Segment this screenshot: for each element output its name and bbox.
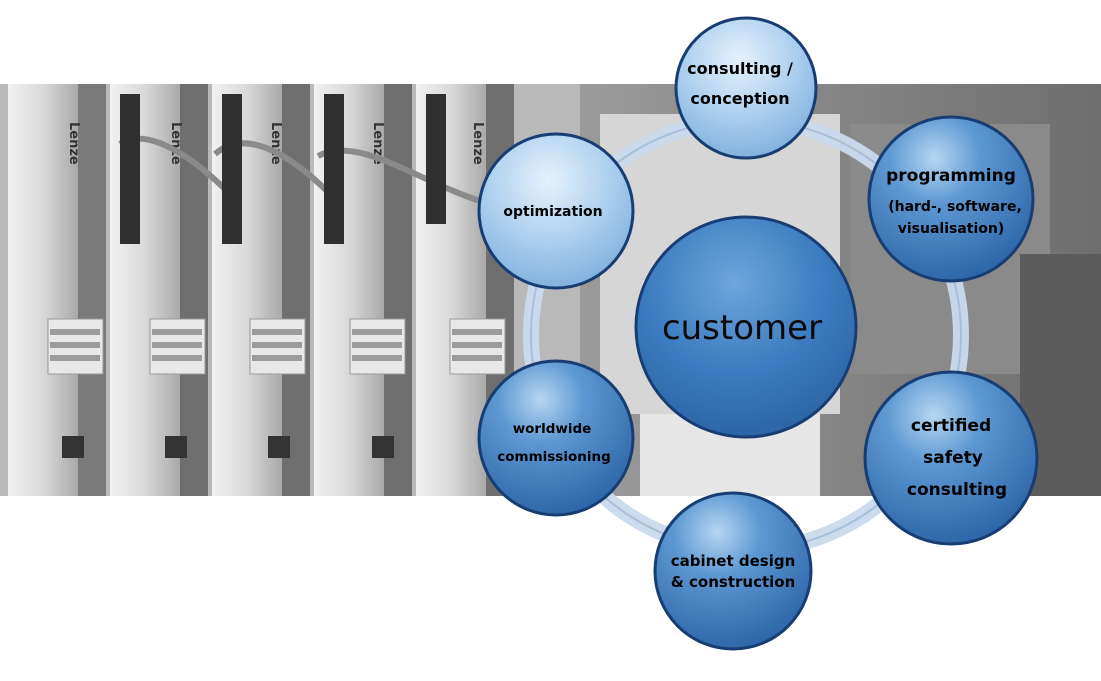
node-label-line: conception: [690, 89, 789, 108]
node-label-line: cabinet design: [671, 552, 796, 570]
node-certified-safety-consulting: certified safety consulting: [863, 370, 1039, 546]
node-label-line: visualisation): [898, 221, 1005, 237]
node-cabinet-design: cabinet design & construction: [653, 491, 813, 651]
node-programming: programming (hard-, software, visualisat…: [867, 115, 1035, 283]
node-label-line: (hard-, software,: [888, 199, 1022, 215]
node-consulting-conception: consulting / conception: [674, 16, 818, 160]
module-brand-label: Lenze: [470, 122, 485, 165]
center-node-customer: customer: [634, 215, 858, 439]
connectors: [120, 94, 446, 244]
node-label-line: consulting /: [687, 59, 793, 78]
center-label: customer: [662, 308, 822, 348]
node-label-line: commissioning: [497, 449, 611, 465]
node-worldwide-commissioning: worldwide commissioning: [477, 359, 635, 517]
node-label-line: optimization: [503, 204, 602, 220]
node-label-line: certified: [911, 416, 991, 436]
node-optimization: optimization: [477, 132, 635, 290]
node-label-line: consulting: [907, 480, 1007, 500]
module-brand-label: Lenze: [66, 122, 81, 165]
node-label-line: & construction: [671, 573, 796, 591]
node-label-line: safety: [923, 448, 983, 468]
node-label-line: worldwide: [513, 421, 592, 437]
node-label-line: programming: [886, 166, 1016, 186]
